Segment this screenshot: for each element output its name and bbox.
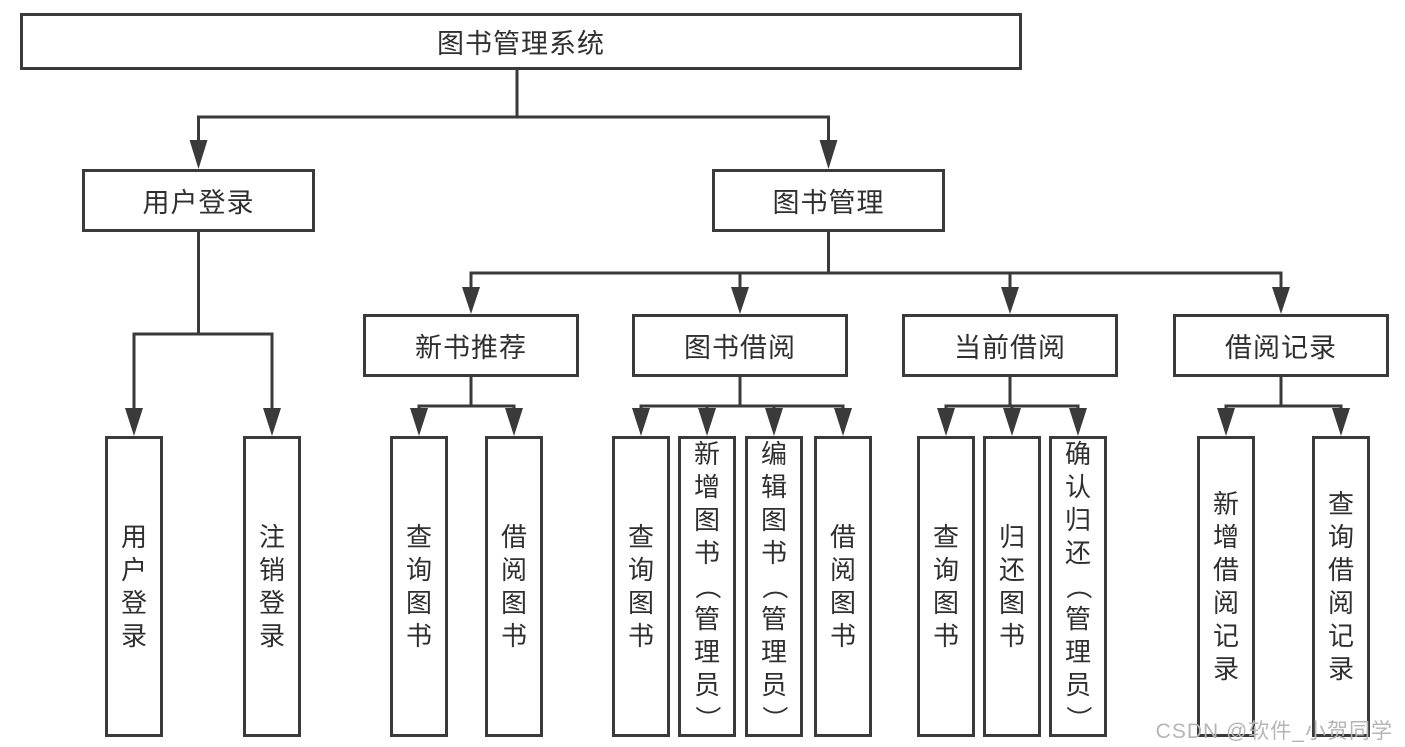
leaf-label: 查询借阅记录 bbox=[1327, 488, 1354, 684]
leaf-user-login: 用户登录 bbox=[105, 436, 163, 737]
leaf-query-books-current: 查询图书 bbox=[917, 436, 975, 737]
node-label: 图书管理 bbox=[772, 188, 885, 218]
leaf-query-books-borrow: 查询图书 bbox=[612, 436, 670, 737]
node-label: 图书管理系统 bbox=[437, 29, 605, 59]
leaf-label: 查询图书 bbox=[932, 521, 959, 651]
leaf-label: 注销登录 bbox=[258, 521, 285, 651]
node-book-borrow: 图书借阅 bbox=[632, 314, 848, 377]
node-label: 借阅记录 bbox=[1225, 333, 1337, 363]
node-label: 用户登录 bbox=[142, 188, 255, 218]
leaf-confirm-return-admin: 确认归还（管理员） bbox=[1049, 436, 1107, 737]
node-label: 新书推荐 bbox=[415, 333, 527, 363]
leaf-borrow-books: 借阅图书 bbox=[814, 436, 872, 737]
node-new-book-recommend: 新书推荐 bbox=[363, 314, 579, 377]
node-book-management: 图书管理 bbox=[712, 169, 945, 232]
leaf-label: 查询图书 bbox=[405, 521, 432, 651]
leaf-logout: 注销登录 bbox=[243, 436, 301, 737]
leaf-label: 用户登录 bbox=[120, 521, 147, 651]
leaf-label: 借阅图书 bbox=[500, 521, 527, 651]
node-user-login: 用户登录 bbox=[82, 169, 315, 232]
node-current-borrow: 当前借阅 bbox=[902, 314, 1118, 377]
csdn-watermark: CSDN @软件_小贺同学 bbox=[1155, 720, 1393, 743]
leaf-label: 查询图书 bbox=[627, 521, 654, 651]
leaf-label: 新增图书（管理员） bbox=[692, 439, 723, 732]
leaf-label: 归还图书 bbox=[998, 521, 1025, 651]
leaf-label: 确认归还（管理员） bbox=[1063, 439, 1094, 732]
leaf-label: 新增借阅记录 bbox=[1212, 488, 1239, 684]
node-label: 当前借阅 bbox=[954, 333, 1066, 363]
node-library-management-system: 图书管理系统 bbox=[20, 13, 1022, 70]
leaf-label: 编辑图书（管理员） bbox=[759, 439, 790, 732]
node-label: 图书借阅 bbox=[684, 333, 796, 363]
leaf-edit-books-admin: 编辑图书（管理员） bbox=[745, 436, 803, 737]
leaf-add-books-admin: 新增图书（管理员） bbox=[678, 436, 736, 737]
node-borrow-records: 借阅记录 bbox=[1173, 314, 1389, 377]
leaf-add-borrow-record: 新增借阅记录 bbox=[1197, 436, 1255, 737]
leaf-query-borrow-record: 查询借阅记录 bbox=[1312, 436, 1370, 737]
leaf-query-books-recommend: 查询图书 bbox=[390, 436, 448, 737]
leaf-return-books: 归还图书 bbox=[983, 436, 1041, 737]
leaf-borrow-books-recommend: 借阅图书 bbox=[485, 436, 543, 737]
leaf-label: 借阅图书 bbox=[829, 521, 856, 651]
